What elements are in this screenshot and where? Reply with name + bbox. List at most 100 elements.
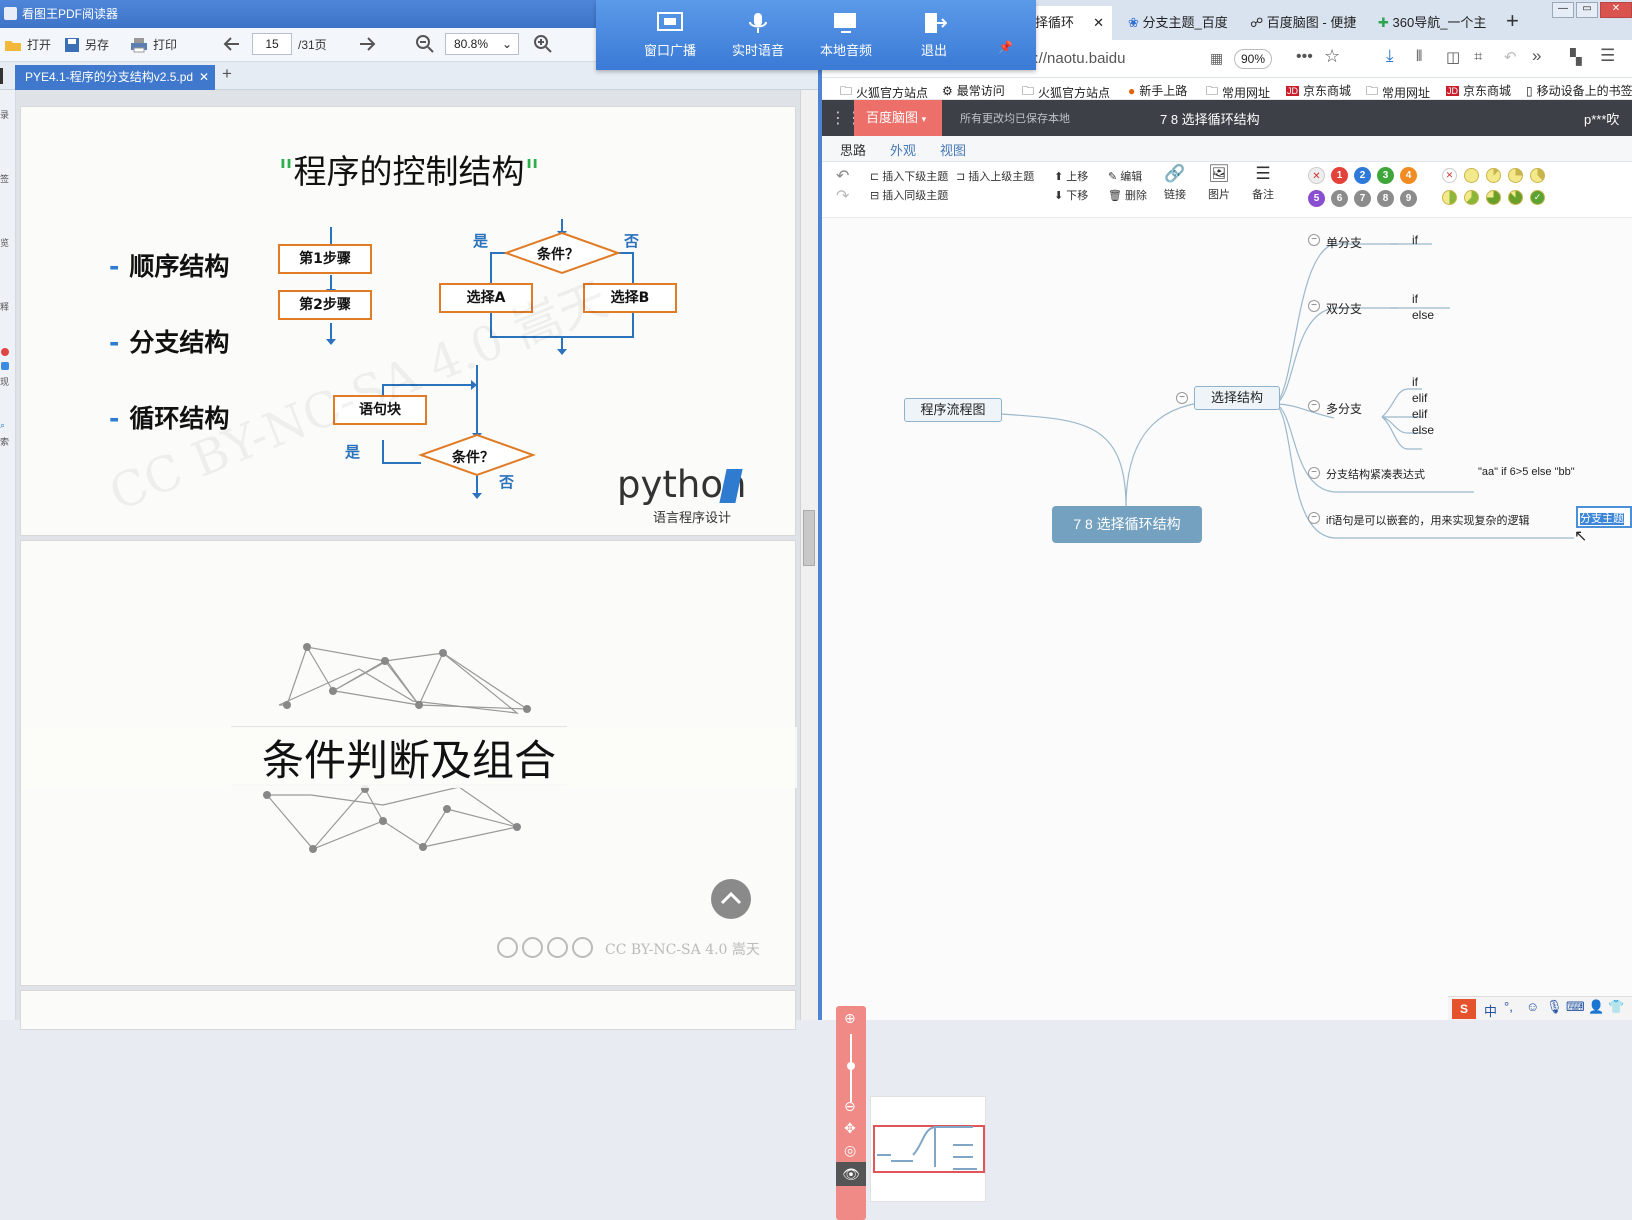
- star-icon[interactable]: ☆: [1324, 46, 1341, 66]
- image-button[interactable]: 🖼图片: [1208, 164, 1230, 201]
- zoom-out-button[interactable]: [415, 34, 435, 54]
- note-button[interactable]: ☰备注: [1252, 164, 1274, 201]
- insert-sibling-button[interactable]: ⊟插入同级主题: [870, 189, 949, 203]
- user-name[interactable]: p***吹: [1584, 112, 1620, 127]
- undo-button[interactable]: ↶: [836, 168, 850, 185]
- mindmap-node-selection[interactable]: 选择结构: [1194, 386, 1280, 410]
- menu-icon[interactable]: ☰: [1600, 46, 1616, 65]
- live-voice-button[interactable]: 实时语音: [722, 12, 794, 59]
- tab-ideas[interactable]: 思路: [840, 143, 867, 158]
- move-up-button[interactable]: ⬆上移: [1054, 170, 1089, 184]
- insert-parent-button[interactable]: ⊐插入上级主题: [956, 170, 1035, 184]
- collapse-toggle[interactable]: −: [1308, 234, 1320, 246]
- progress-7-icon[interactable]: [1508, 190, 1523, 205]
- sidebar-item-preview[interactable]: 览: [0, 238, 10, 248]
- delete-button[interactable]: 🗑删除: [1108, 189, 1147, 203]
- edit-button[interactable]: ✎编辑: [1108, 170, 1143, 184]
- redo-button[interactable]: ↷: [836, 188, 850, 205]
- move-down-button[interactable]: ⬇下移: [1054, 189, 1089, 203]
- priority-9[interactable]: 9: [1400, 190, 1417, 207]
- bookmark-item[interactable]: 🗀常用网址: [1366, 82, 1430, 103]
- tab-view[interactable]: 视图: [940, 143, 967, 158]
- priority-2[interactable]: 2: [1354, 167, 1371, 184]
- progress-done-icon[interactable]: ✓: [1530, 190, 1545, 205]
- crop-icon[interactable]: ⌗: [1474, 48, 1483, 65]
- priority-8[interactable]: 8: [1377, 190, 1394, 207]
- scrollbar-thumb[interactable]: [803, 510, 815, 566]
- eye-icon[interactable]: 👁: [836, 1162, 866, 1186]
- document-title[interactable]: 7 8 选择循环结构: [1160, 112, 1260, 127]
- minimap[interactable]: [870, 1096, 986, 1202]
- bookmark-item[interactable]: 🗀常用网址: [1206, 82, 1270, 103]
- library-icon[interactable]: ⫴: [1416, 48, 1423, 65]
- mindmap-leaf[interactable]: if: [1412, 233, 1418, 247]
- bookmark-item[interactable]: 🗀火狐官方站点: [1022, 82, 1110, 103]
- progress-5-icon[interactable]: [1464, 190, 1479, 205]
- browser-tab-360[interactable]: ✚ 360导航_一个主: [1378, 15, 1487, 30]
- bookmark-item[interactable]: 🗀火狐官方站点: [840, 82, 928, 103]
- mindmap-node-compact-expr[interactable]: 分支结构紧凑表达式: [1326, 469, 1425, 481]
- sidebar-item-toc[interactable]: 录: [0, 110, 10, 120]
- collapse-toggle[interactable]: −: [1308, 467, 1320, 479]
- download-icon[interactable]: ⤓: [1386, 46, 1394, 65]
- progress-2-icon[interactable]: [1508, 168, 1523, 183]
- collapse-toggle[interactable]: −: [1308, 300, 1320, 312]
- keyboard-icon[interactable]: ⌨: [1566, 999, 1585, 1014]
- mindmap-node-single-branch[interactable]: 单分支: [1326, 236, 1363, 250]
- pdf-scrollbar[interactable]: [800, 90, 818, 1020]
- voice-input-icon[interactable]: 🎙: [1546, 999, 1563, 1014]
- shirt-icon[interactable]: 👕: [1608, 999, 1625, 1014]
- mindmap-node-multi-branch[interactable]: 多分支: [1326, 402, 1363, 416]
- mindmap-leaf[interactable]: if elif elif else: [1412, 375, 1435, 437]
- priority-3[interactable]: 3: [1377, 167, 1394, 184]
- zoom-out-icon[interactable]: ⊖: [844, 1098, 856, 1114]
- save-as-button[interactable]: 另存: [64, 36, 109, 53]
- bookmark-item[interactable]: ●新手上路: [1128, 83, 1188, 99]
- mindmap-root-node[interactable]: 7 8 选择循环结构: [1052, 506, 1202, 543]
- extensions-icon[interactable]: ▚: [1570, 49, 1582, 66]
- priority-4[interactable]: 4: [1400, 167, 1417, 184]
- sidebar-icon[interactable]: ◫: [1446, 49, 1461, 66]
- emoji-icon[interactable]: ☺: [1526, 999, 1540, 1014]
- sidebar-item-bookmark[interactable]: 签: [0, 174, 10, 184]
- priority-clear-icon[interactable]: ✕: [1308, 167, 1325, 184]
- sidebar-item-annotation[interactable]: 释: [0, 302, 10, 312]
- progress-0-icon[interactable]: [1464, 168, 1479, 183]
- undo-icon[interactable]: ↶: [1504, 49, 1517, 66]
- collapse-toggle[interactable]: −: [1308, 512, 1320, 524]
- maximize-button[interactable]: ▭: [1576, 2, 1598, 18]
- priority-1[interactable]: 1: [1331, 167, 1348, 184]
- priority-7[interactable]: 7: [1354, 190, 1371, 207]
- qr-code-icon[interactable]: ▦: [1210, 50, 1224, 66]
- collapse-toggle[interactable]: −: [1308, 400, 1320, 412]
- close-tab-icon[interactable]: ✕: [198, 70, 209, 84]
- print-button[interactable]: 打印: [130, 36, 177, 53]
- insert-child-button[interactable]: ⊏插入下级主题: [870, 170, 949, 184]
- browser-tab-branch[interactable]: ❀ 分支主题_百度: [1128, 15, 1228, 30]
- search-icon[interactable]: ⌕: [0, 420, 6, 430]
- link-button[interactable]: 🔗链接: [1164, 164, 1186, 201]
- more-icon[interactable]: •••: [1296, 48, 1313, 65]
- zoom-slider-thumb[interactable]: [847, 1062, 855, 1070]
- zoom-in-icon[interactable]: ⊕: [844, 1010, 856, 1026]
- progress-1-icon[interactable]: [1486, 168, 1501, 183]
- mindmap-node-editing[interactable]: 分支主题: [1576, 506, 1632, 528]
- progress-clear-icon[interactable]: ✕: [1442, 168, 1457, 183]
- collapse-toggle[interactable]: −: [1176, 392, 1188, 404]
- tab-appearance[interactable]: 外观: [890, 143, 917, 158]
- window-broadcast-button[interactable]: 窗口广播: [634, 12, 706, 59]
- naotu-brand-menu[interactable]: 百度脑图 ▾: [854, 100, 942, 136]
- user-icon[interactable]: 👤: [1588, 999, 1605, 1014]
- page-zoom-badge[interactable]: 90%: [1234, 49, 1272, 69]
- sogou-ime-icon[interactable]: S: [1452, 999, 1476, 1019]
- mindmap-node-flowchart[interactable]: 程序流程图: [904, 398, 1002, 422]
- ime-mode[interactable]: 中: [1484, 1004, 1498, 1019]
- page-number-input[interactable]: 15: [252, 33, 292, 55]
- sidebar-item-search[interactable]: 索: [0, 437, 10, 447]
- pin-icon[interactable]: 📌: [998, 40, 1013, 54]
- progress-6-icon[interactable]: [1486, 190, 1501, 205]
- close-tab-icon[interactable]: ✕: [1093, 15, 1104, 30]
- progress-3-icon[interactable]: [1530, 168, 1545, 183]
